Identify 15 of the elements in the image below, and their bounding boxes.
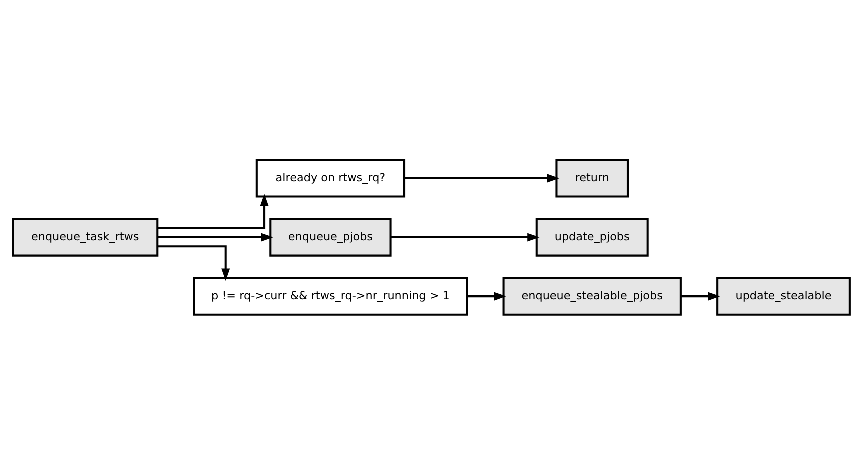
node-box: enqueue_task_rtws	[12, 218, 158, 257]
node-box: already on rtws_rq?	[255, 159, 406, 198]
arrow	[157, 233, 274, 242]
arrow	[404, 174, 560, 183]
arrow	[390, 233, 540, 242]
node-box: update_stealable	[716, 277, 850, 316]
arrow	[157, 246, 230, 282]
node-box: enqueue_pjobs	[269, 218, 392, 257]
node-box: update_pjobs	[535, 218, 648, 257]
node-box: p != rq->curr && rtws_rq->nr_running > 1	[192, 277, 468, 316]
node-box: enqueue_stealable_pjobs	[502, 277, 682, 316]
arrow	[466, 292, 506, 301]
arrow	[157, 194, 268, 230]
node-box: return	[555, 159, 628, 198]
arrow	[680, 292, 720, 301]
